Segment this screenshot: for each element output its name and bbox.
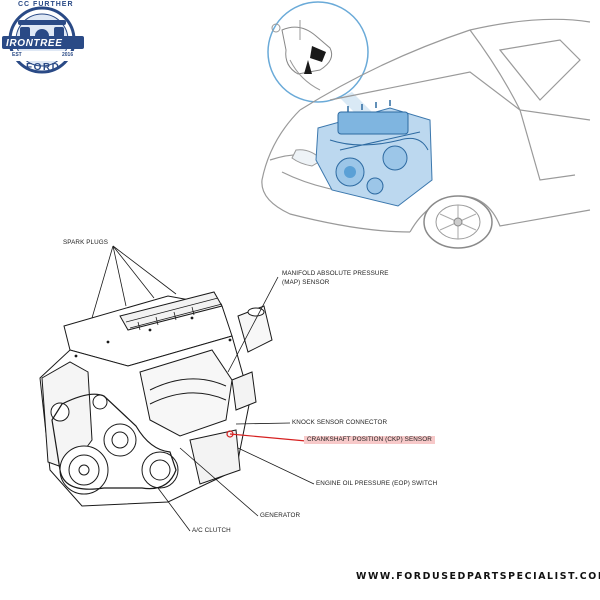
label-knock-sensor-connector: KNOCK SENSOR CONNECTOR — [292, 419, 388, 426]
footer-website-url: WWW.FORDUSEDPARTSPECIALIST.COM — [356, 571, 600, 582]
engine-bay-highlight — [315, 100, 433, 207]
brand-logo — [2, 6, 84, 74]
label-ac-clutch: A/C CLUTCH — [192, 527, 231, 534]
label-spark-plugs: SPARK PLUGS — [63, 239, 109, 246]
label-generator: GENERATOR — [260, 512, 301, 519]
logo-name: IRONTREE — [6, 38, 63, 49]
sensor-zoom-callout — [267, 1, 369, 103]
logo-brand: FORD — [26, 62, 61, 73]
label-map-sensor-line2: (MAP) SENSOR — [282, 279, 330, 286]
label-eop-switch: ENGINE OIL PRESSURE (EOP) SWITCH — [316, 480, 438, 487]
label-map-sensor-line1: MANIFOLD ABSOLUTE PRESSURE — [282, 270, 389, 277]
logo-arc-text: CC FURTHER — [18, 1, 74, 8]
logo-est: EST — [12, 52, 22, 58]
label-ckp-sensor-highlighted: CRANKSHAFT POSITION (CKP) SENSOR — [304, 436, 435, 444]
logo-year: 2016 — [62, 52, 74, 58]
front-wheel — [423, 195, 493, 249]
